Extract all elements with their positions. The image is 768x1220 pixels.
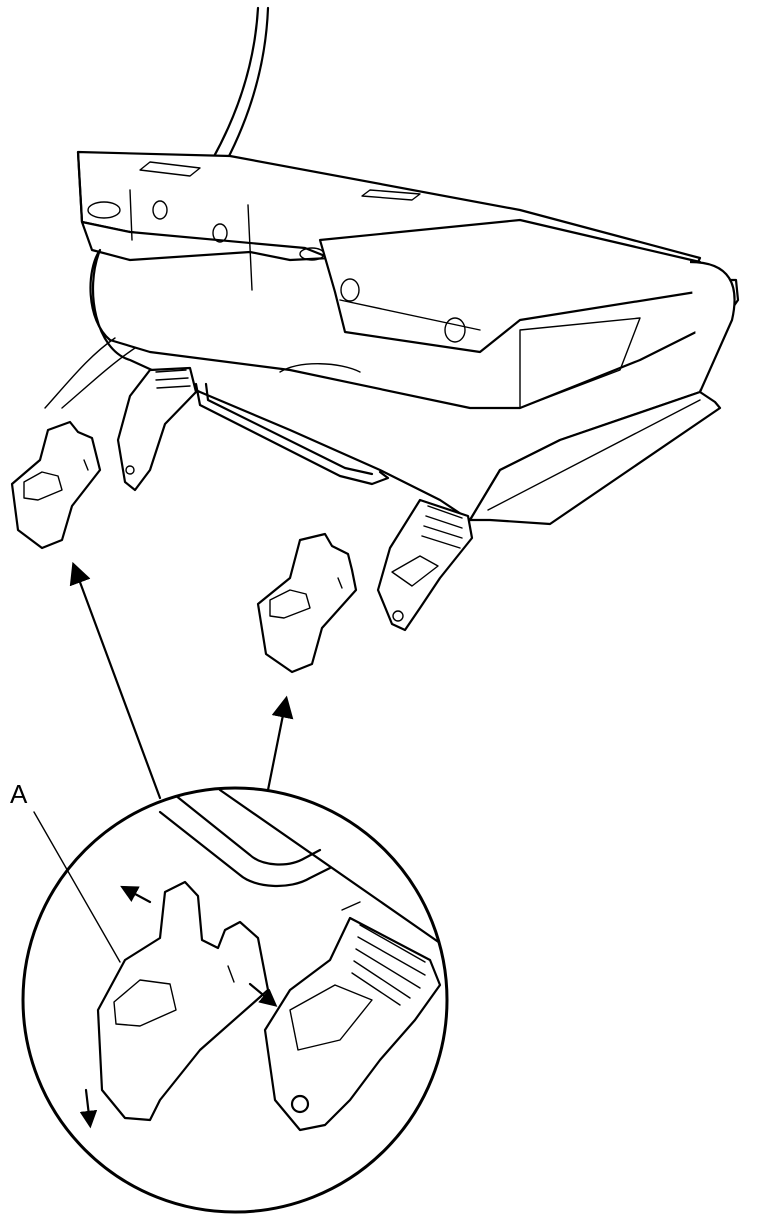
base-rod [194, 382, 390, 486]
detail-magnifier [21, 786, 449, 1214]
callout-a: A [10, 779, 121, 963]
left-seat-hinge [116, 366, 198, 492]
left-bracket [10, 420, 102, 550]
right-seat-hinge [376, 498, 474, 632]
seat-belt-strap [210, 6, 270, 164]
right-bracket [256, 532, 358, 674]
floor-lines [44, 337, 136, 409]
leader-arrows [69, 561, 294, 800]
rear-seat-assembly [76, 150, 740, 526]
callout-label-a: A [10, 779, 28, 809]
